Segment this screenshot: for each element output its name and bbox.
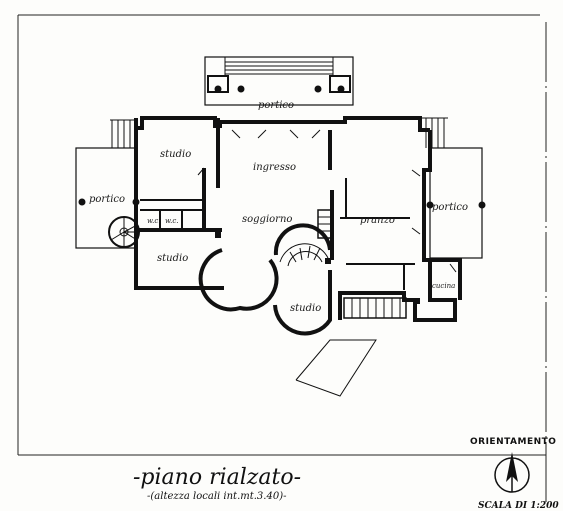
north-arrow-icon [494,452,530,493]
room-label-pranzo: pranzo [360,215,395,226]
service-stair [343,297,407,319]
lower-ramp [295,339,377,397]
room-label-wc2: w.c. [165,217,179,225]
plan-subtitle: -(altezza locali int.mt.3.40)- [147,491,287,502]
room-label-studio-bottom: studio [290,303,321,314]
right-portico [422,117,486,259]
orientation-label: ORIENTAMENTO [470,437,556,447]
room-label-portico-top: portico [258,100,294,111]
scale-label: SCALA DI 1:200 [478,501,559,511]
plan-title: -piano rialzato- [133,465,301,490]
room-label-cucina: cucina [432,282,455,290]
inner-walls [140,178,415,290]
curved-walls [198,223,332,336]
room-label-wc1: w.c. [147,217,161,225]
room-label-studio-left: studio [157,253,188,264]
left-portico [75,119,140,249]
left-spiral-stair [108,216,140,248]
central-stair [279,209,333,267]
doors [197,129,457,273]
room-label-ingresso: ingresso [253,162,296,173]
top-portico [204,56,354,106]
room-label-soggiorno: soggiorno [242,214,292,225]
sheet-border [17,14,547,505]
pillars [215,232,420,304]
room-label-portico-left: portico [89,194,125,205]
room-label-studio-top: studio [160,149,191,160]
room-label-portico-right: portico [432,202,468,213]
